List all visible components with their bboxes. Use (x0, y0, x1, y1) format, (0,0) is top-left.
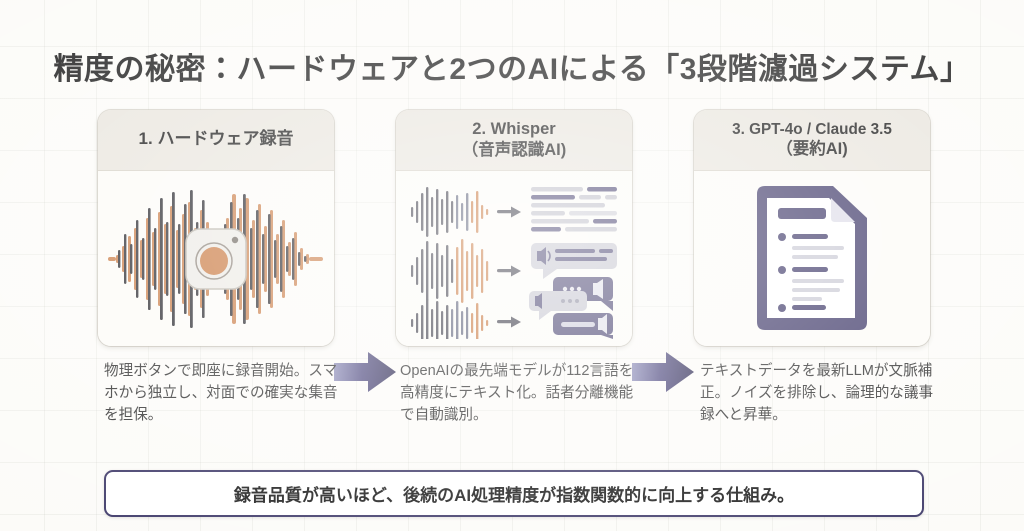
step-card-3-illustration-area (694, 171, 930, 346)
step-card-1-header: 1. ハードウェア録音 (98, 110, 334, 171)
arrow-row-2 (497, 265, 521, 277)
step-card-2-subtitle: （音声認識AI) (461, 140, 567, 159)
waveform-row-1 (411, 187, 489, 237)
waveform-row-3 (411, 299, 489, 339)
step-caption-1: 物理ボタンで即座に録音開始。スマホから独立し、対面での確実な集音を担保。 (104, 363, 338, 424)
step-card-3-title: 3. GPT-4o / Claude 3.5 (732, 120, 892, 138)
step-card-1-title: 1. ハードウェア録音 (138, 129, 294, 149)
waveform-row-2 (411, 239, 489, 303)
arrow-row-1 (497, 206, 521, 218)
footer-banner-text: 録音品質が高いほど、後続のAI処理精度が指数関数的に向上する仕組み。 (233, 486, 795, 505)
chat-bubble-incoming-1 (531, 243, 617, 279)
speech-to-text-icon (411, 187, 617, 339)
step-card-3-subtitle: （要約AI) (776, 139, 848, 158)
arrow-step2-to-step3 (632, 352, 694, 392)
arrow-row-3 (497, 316, 521, 328)
step-card-1-hardware-recording[interactable]: 1. ハードウェア録音 (98, 110, 334, 346)
step-card-1-illustration-area (98, 171, 334, 346)
transcript-lines (531, 187, 617, 232)
page-title: 精度の秘密：ハードウェアと2つのAIによる「3段階濾過システム」 (53, 53, 971, 87)
process-steps-row: 1. ハードウェア録音 (0, 110, 1024, 392)
document-icon (757, 186, 867, 330)
step-card-2-title: 2. Whisper (472, 120, 556, 139)
step-card-2-illustration-area (396, 171, 632, 346)
document-title-bar (778, 208, 826, 219)
step-card-2-header: 2. Whisper （音声認識AI) (396, 110, 632, 171)
step-card-3-summary-ai[interactable]: 3. GPT-4o / Claude 3.5 （要約AI) (694, 110, 930, 346)
step-card-3-header: 3. GPT-4o / Claude 3.5 （要約AI) (694, 110, 930, 171)
chat-bubble-outgoing-2 (553, 313, 613, 339)
recorder-device (185, 228, 247, 290)
step-caption-2: OpenAIの最先端モデルが112言語を高精度にテキスト化。話者分離機能で自動識… (400, 363, 634, 424)
waveform-recorder-icon (108, 190, 323, 328)
footer-banner: 録音品質が高いほど、後続のAI処理精度が指数関数的に向上する仕組み。 (104, 470, 924, 517)
step-card-2-whisper[interactable]: 2. Whisper （音声認識AI) (396, 110, 632, 346)
step-caption-3: テキストデータを最新LLMが文脈補正。ノイズを排除し、論理的な議事録へと昇華。 (700, 363, 934, 424)
arrow-step1-to-step2 (334, 352, 396, 392)
